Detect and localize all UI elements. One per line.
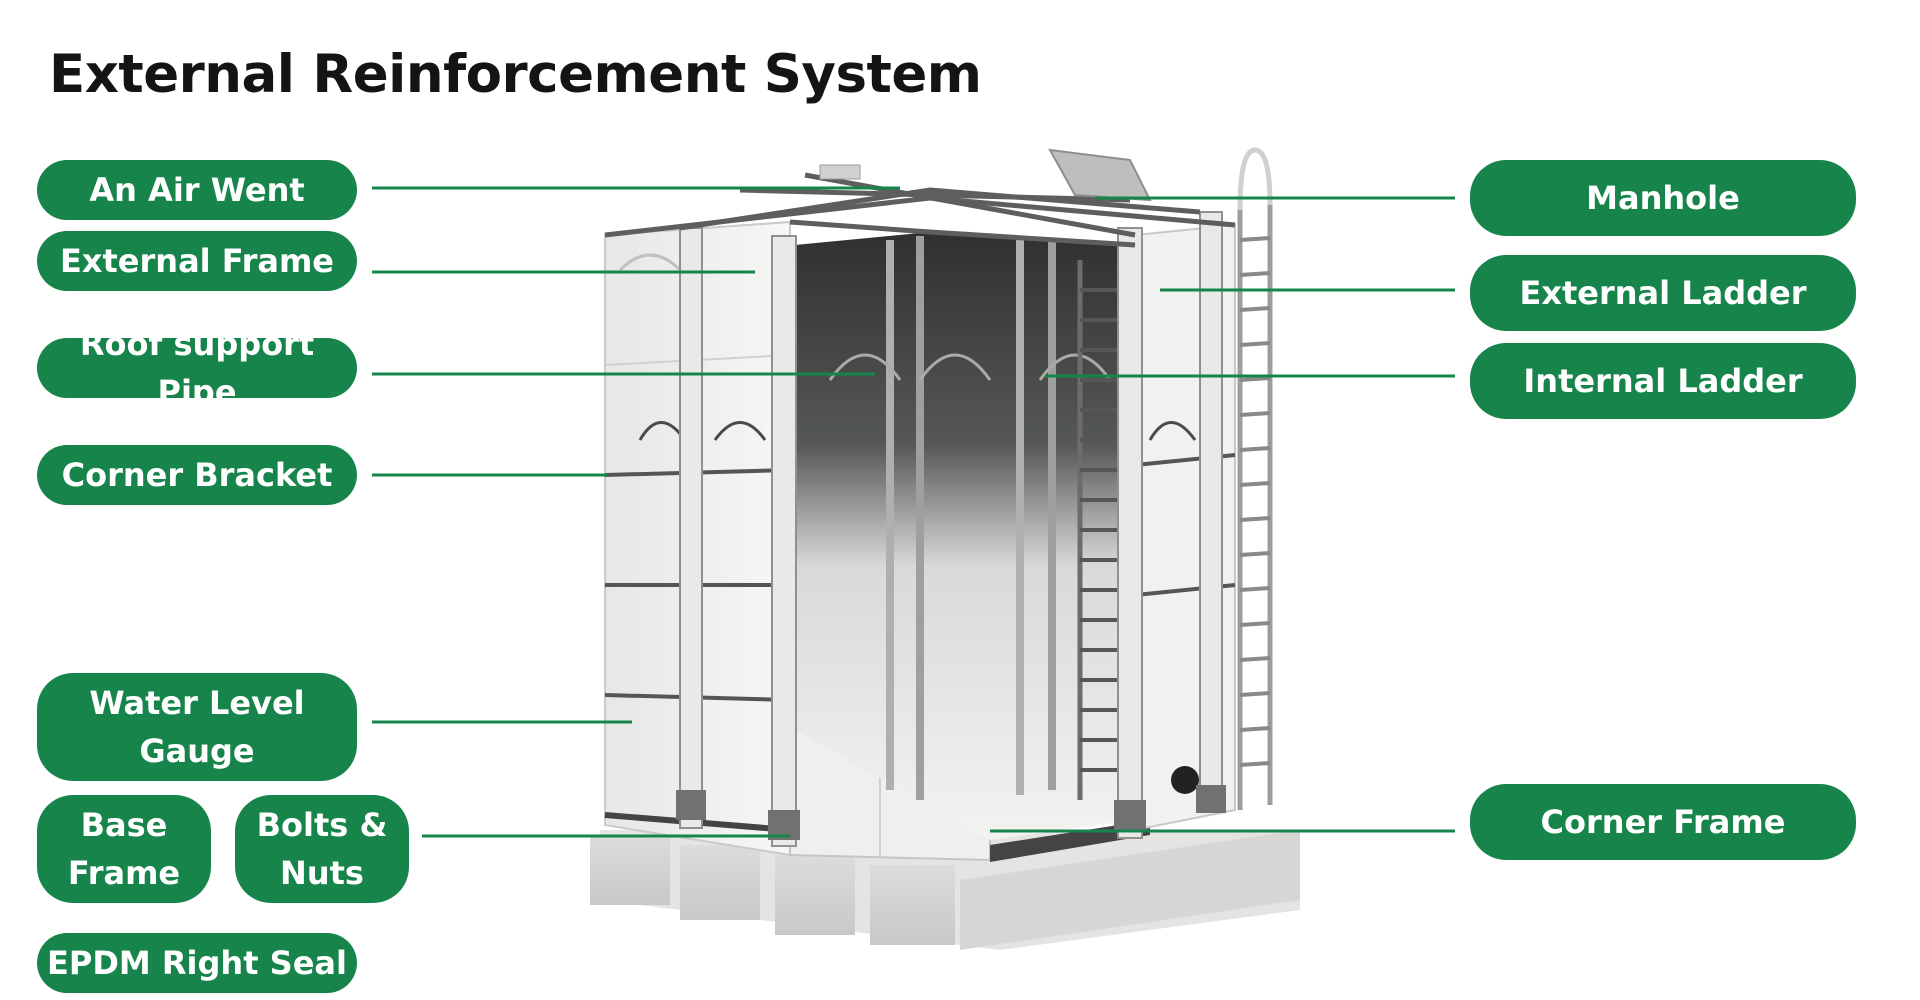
label-external-ladder: External Ladder xyxy=(1470,255,1856,331)
tank-interior xyxy=(795,232,1135,840)
label-external-frame: External Frame xyxy=(37,231,357,291)
reinforcement-posts xyxy=(679,211,1223,847)
label-roof-support-pipe: Roof support Pipe xyxy=(37,325,357,411)
label-air-vent: An Air Went xyxy=(37,160,357,220)
label-base-frame: Base Frame xyxy=(37,795,211,903)
page-title: External Reinforcement System xyxy=(49,44,982,105)
label-internal-ladder: Internal Ladder xyxy=(1470,343,1856,419)
label-bolts-nuts: Bolts & Nuts xyxy=(235,795,409,903)
concrete-base xyxy=(590,830,1300,950)
air-vent xyxy=(819,164,861,180)
external-ladder xyxy=(1237,147,1273,810)
label-water-level-gauge: Water Level Gauge xyxy=(37,673,357,781)
label-corner-bracket: Corner Bracket xyxy=(37,445,357,505)
manhole-cover xyxy=(1048,148,1152,202)
label-manhole: Manhole xyxy=(1470,160,1856,236)
label-epdm-seal: EPDM Right Seal xyxy=(37,933,357,993)
roof-frame xyxy=(604,172,1236,248)
leader-lines xyxy=(372,186,1455,838)
label-corner-frame: Corner Frame xyxy=(1470,784,1856,860)
